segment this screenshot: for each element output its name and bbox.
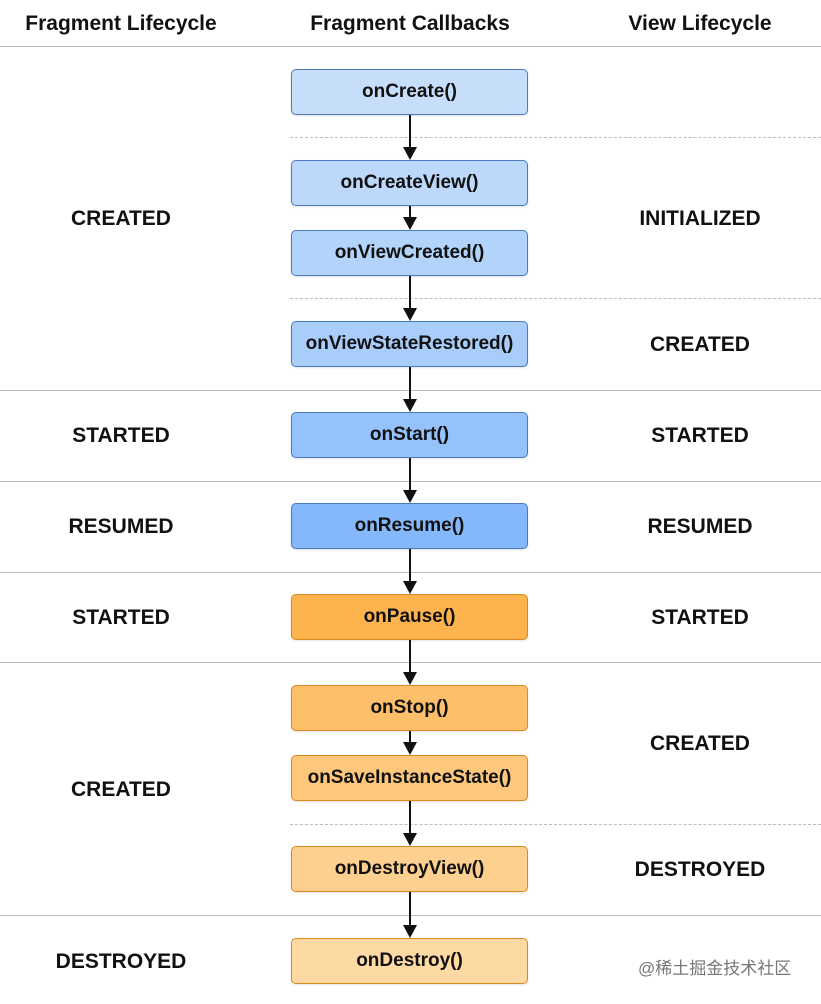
fragment-state-resumed: RESUMED	[68, 515, 174, 538]
view-state-started: STARTED	[651, 424, 749, 447]
arrow-destroy-view-to-destroy	[402, 892, 418, 938]
view-divider-dashed-2	[290, 298, 821, 299]
callback-on-resume: onResume()	[291, 503, 528, 549]
view-state-initialized: INITIALIZED	[639, 207, 761, 230]
view-divider-dashed-3	[290, 824, 821, 825]
header-divider	[0, 46, 821, 47]
arrow-stop-to-save-instance-state	[402, 731, 418, 755]
arrow-resume-to-pause	[402, 549, 418, 594]
fragment-callbacks-header: Fragment Callbacks	[310, 12, 510, 35]
fragment-state-destroyed: DESTROYED	[55, 950, 187, 973]
arrow-state-restored-to-start	[402, 367, 418, 412]
callback-on-destroy: onDestroy()	[291, 938, 528, 984]
arrow-create-view-to-view-created	[402, 206, 418, 230]
callback-on-save-instance-state: onSaveInstanceState()	[291, 755, 528, 801]
fragment-state-started: STARTED	[72, 424, 170, 447]
arrow-save-state-to-destroy-view	[402, 801, 418, 846]
arrow-start-to-resume	[402, 458, 418, 503]
callback-on-start: onStart()	[291, 412, 528, 458]
fragment-lifecycle-header: Fragment Lifecycle	[25, 12, 217, 35]
watermark-text: @稀土掘金技术社区	[638, 959, 792, 978]
view-state-created-2: CREATED	[650, 732, 750, 755]
callback-on-view-created: onViewCreated()	[291, 230, 528, 276]
callback-on-stop: onStop()	[291, 685, 528, 731]
view-state-started-2: STARTED	[651, 606, 749, 629]
view-state-created: CREATED	[650, 333, 750, 356]
arrow-create-to-create-view	[402, 115, 418, 160]
callback-on-pause: onPause()	[291, 594, 528, 640]
fragment-state-created-2: CREATED	[71, 778, 171, 801]
fragment-state-created: CREATED	[71, 207, 171, 230]
callback-on-destroy-view: onDestroyView()	[291, 846, 528, 892]
arrow-view-created-to-state-restored	[402, 276, 418, 321]
view-state-resumed: RESUMED	[647, 515, 753, 538]
view-divider-dashed-1	[290, 137, 821, 138]
arrow-pause-to-stop	[402, 640, 418, 685]
callback-on-view-state-restored: onViewStateRestored()	[291, 321, 528, 367]
callback-on-create-view: onCreateView()	[291, 160, 528, 206]
fragment-state-started-2: STARTED	[72, 606, 170, 629]
view-state-destroyed: DESTROYED	[634, 858, 766, 881]
callback-on-create: onCreate()	[291, 69, 528, 115]
view-lifecycle-header: View Lifecycle	[628, 12, 772, 35]
